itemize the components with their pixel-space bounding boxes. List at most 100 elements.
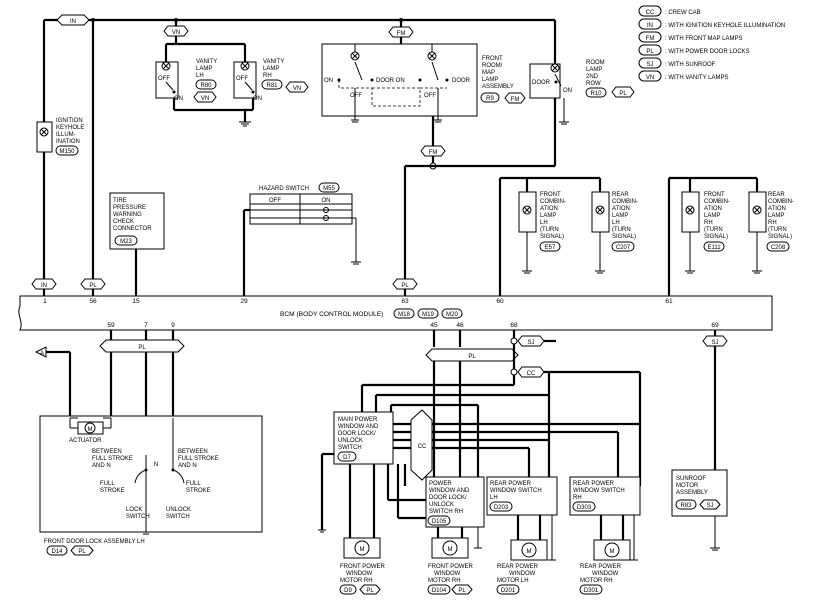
svg-text:IN: IN	[41, 283, 47, 289]
svg-text:SIGNAL): SIGNAL)	[704, 234, 728, 240]
svg-text:WARNING: WARNING	[113, 212, 142, 218]
svg-text:59: 59	[107, 322, 115, 329]
svg-text:OFF: OFF	[424, 93, 436, 99]
tag-sj-68: SJ	[517, 335, 545, 347]
front-combination-lamp-lh: FRONT COMBIN- ATION LAMP LH (TURN SIGNAL…	[518, 191, 566, 252]
svg-text:LH: LH	[612, 220, 620, 226]
svg-text:IN: IN	[647, 23, 653, 29]
svg-text:M: M	[527, 549, 532, 555]
svg-text:M: M	[610, 549, 615, 555]
svg-text:ON: ON	[324, 78, 333, 84]
svg-text:IGNITION: IGNITION	[56, 118, 83, 124]
svg-text:M23: M23	[120, 239, 132, 245]
svg-text:SWITCH RH: SWITCH RH	[429, 509, 463, 515]
svg-text:WINDOW: WINDOW	[509, 571, 536, 577]
svg-text:D7: D7	[343, 455, 351, 461]
tag-fm-top: FM	[388, 26, 414, 38]
svg-text:7: 7	[144, 322, 148, 329]
svg-text:OFF: OFF	[236, 76, 248, 82]
svg-text:SWITCH: SWITCH	[166, 514, 190, 520]
svg-text:M18: M18	[398, 312, 410, 318]
legend-item-pl: PL : WITH POWER DOOR LOCKS	[638, 44, 750, 56]
svg-text:CONNECTOR: CONNECTOR	[113, 226, 152, 232]
svg-text:HAZARD SWITCH: HAZARD SWITCH	[259, 186, 309, 192]
svg-text:SJ: SJ	[527, 340, 534, 346]
svg-text:MAIN POWER: MAIN POWER	[338, 417, 378, 423]
svg-text:WINDOW: WINDOW	[346, 571, 373, 577]
svg-text:SJ: SJ	[711, 340, 718, 346]
tag-in-top: IN	[56, 14, 90, 26]
svg-text:45: 45	[430, 322, 438, 329]
svg-text:MOTOR LH: MOTOR LH	[497, 578, 529, 584]
svg-text:ON: ON	[322, 198, 331, 204]
svg-text:D105: D105	[432, 519, 447, 525]
svg-text:REAR: REAR	[612, 192, 629, 198]
tag-pl-63: PL	[392, 278, 418, 290]
svg-text:LAMP: LAMP	[540, 213, 556, 219]
svg-text:LAMP: LAMP	[196, 66, 212, 72]
svg-text:DOOR ON: DOOR ON	[376, 78, 405, 84]
svg-text:SIGNAL): SIGNAL)	[612, 234, 636, 240]
svg-text:STROKE: STROKE	[186, 488, 211, 494]
svg-text:OFF: OFF	[158, 76, 170, 82]
svg-text:PL: PL	[401, 283, 409, 289]
svg-text:UNLOCK: UNLOCK	[338, 438, 363, 444]
legend-item-sj: SJ : WITH SUNROOF	[638, 57, 716, 69]
svg-text:SJ: SJ	[646, 62, 653, 68]
svg-text:LH: LH	[540, 220, 548, 226]
svg-text:FM: FM	[646, 36, 655, 42]
svg-text:68: 68	[510, 322, 518, 329]
svg-text:SWITCH: SWITCH	[126, 514, 150, 520]
ignition-keyhole-lamp: IGNITION KEYHOLE ILLUM- INATION M150	[36, 118, 84, 156]
power-window-switch-rh: POWER WINDOW AND DOOR LOCK/ UNLOCK SWITC…	[425, 476, 485, 528]
svg-text:M150: M150	[59, 149, 75, 155]
svg-text:(TURN: (TURN	[768, 227, 787, 233]
svg-text:FRONT: FRONT	[540, 192, 561, 198]
svg-text:M55: M55	[323, 186, 335, 192]
svg-text:D104: D104	[432, 588, 447, 594]
svg-text:OFF: OFF	[269, 198, 281, 204]
svg-text:IN: IN	[70, 19, 76, 25]
hazard-switch: HAZARD SWITCH M55 OFF ON	[249, 182, 353, 225]
svg-text:INATION: INATION	[56, 139, 80, 145]
svg-text:63: 63	[401, 298, 409, 305]
rear-combination-lamp-lh: REAR COMBIN- ATION LAMP LH (TURN SIGNAL)…	[591, 191, 638, 252]
svg-text:VN: VN	[646, 75, 654, 81]
svg-text:2ND: 2ND	[586, 74, 599, 80]
svg-text:A: A	[40, 351, 44, 357]
rear-power-window-motor-rh: M REAR POWER WINDOW MOTOR RH D301	[579, 539, 631, 595]
svg-text:VN: VN	[293, 86, 301, 92]
svg-text:M: M	[88, 427, 93, 433]
svg-text:WINDOW SWITCH: WINDOW SWITCH	[490, 488, 542, 494]
svg-text:MOTOR RH: MOTOR RH	[340, 578, 373, 584]
svg-text:COMBIN-: COMBIN-	[612, 199, 638, 205]
room-lamp-2nd-row: DOOR ON ROOM LAMP 2ND ROW R10 PL	[529, 60, 635, 99]
legend-item-vn: VN : WITH VANITY LAMPS	[638, 70, 728, 82]
svg-text:REAR POWER: REAR POWER	[573, 481, 615, 487]
rear-combination-lamp-rh: REAR COMBIN- ATION LAMP RH (TURN SIGNAL)…	[748, 191, 794, 252]
svg-text:ROOM: ROOM	[586, 60, 605, 66]
svg-text:ATION: ATION	[612, 206, 630, 212]
svg-text:D201: D201	[501, 588, 516, 594]
svg-text:CHECK: CHECK	[113, 219, 134, 225]
svg-text:D303: D303	[577, 505, 592, 511]
svg-text:M19: M19	[422, 312, 434, 318]
svg-text:69: 69	[711, 322, 719, 329]
svg-text:BETWEEN: BETWEEN	[178, 449, 208, 455]
svg-text:ACTUATOR: ACTUATOR	[69, 438, 102, 444]
svg-text:KEYHOLE: KEYHOLE	[56, 125, 84, 131]
svg-text:D301: D301	[584, 588, 599, 594]
svg-text:MOTOR: MOTOR	[676, 483, 699, 489]
svg-text:LAMP: LAMP	[612, 213, 628, 219]
tag-cc-vertical: CC	[410, 409, 433, 481]
svg-text:(TURN: (TURN	[612, 227, 631, 233]
svg-text:C208: C208	[771, 245, 786, 251]
svg-text:R80: R80	[200, 83, 212, 89]
svg-text:REAR POWER: REAR POWER	[497, 564, 539, 570]
svg-text:PRESSURE: PRESSURE	[113, 205, 146, 211]
rear-power-window-motor-lh: M REAR POWER WINDOW MOTOR LH D201	[496, 539, 548, 595]
svg-text:SWITCH: SWITCH	[338, 445, 362, 451]
svg-text:COMBIN-: COMBIN-	[540, 199, 566, 205]
